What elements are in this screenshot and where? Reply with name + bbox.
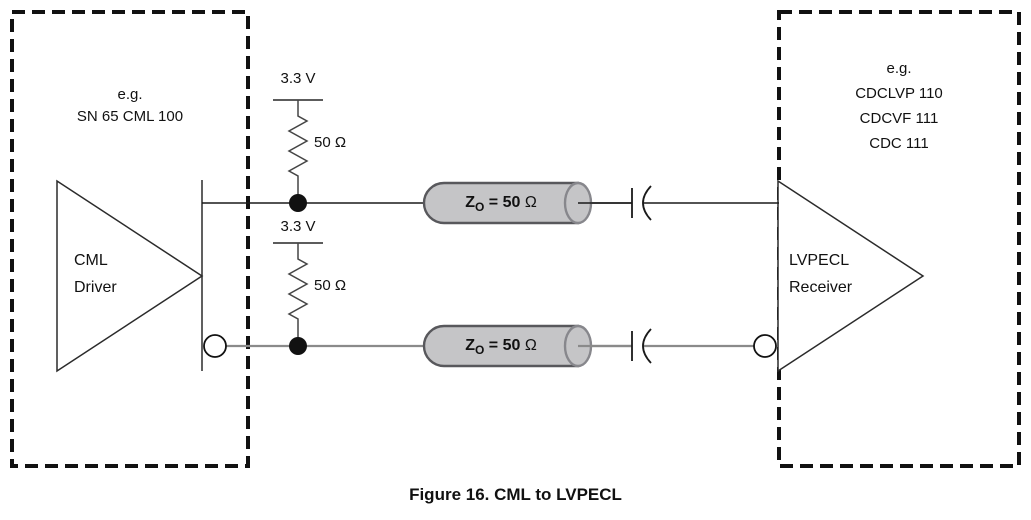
top-tline-eq: = 50 [484, 194, 525, 211]
receiver-eg-text: e.g. [886, 60, 912, 77]
cml-driver-label-line2: Driver [74, 279, 117, 296]
driver-part-number: SN 65 CML 100 [76, 108, 184, 125]
receiver-inverted-input-bubble [753, 334, 777, 358]
lvpecl-receiver-label: LVPECL Receiver [789, 247, 852, 301]
bottom-tline-eq: = 50 [484, 337, 525, 354]
top-tline-unit: Ω [524, 194, 537, 211]
bottom-junction-dot [289, 337, 307, 355]
driver-device-box [10, 10, 250, 468]
bottom-tline-z-sub: O [474, 343, 485, 358]
cml-driver-label-line1: CML [74, 252, 108, 269]
bottom-tline-unit: Ω [524, 337, 537, 354]
top-junction-dot [289, 194, 307, 212]
lvpecl-receiver-label-line1: LVPECL [789, 252, 850, 269]
figure-caption: Figure 16. CML to LVPECL [409, 485, 622, 504]
top-capacitor-curved-plate [642, 185, 652, 221]
top-tline-impedance-label: ZO = 50 Ω [424, 192, 578, 218]
top-tline-z-sub: O [474, 200, 485, 215]
lvpecl-receiver-triangle [777, 179, 925, 373]
top-resistor-value: 50 Ω [314, 134, 347, 151]
driver-eg-text: e.g. [117, 86, 143, 103]
cml-driver-triangle [56, 179, 204, 373]
bottom-transmission-line-body [422, 324, 580, 368]
bottom-resistor-value: 50 Ω [314, 277, 347, 294]
receiver-part-number-1: CDCLVP 110 [855, 85, 943, 102]
receiver-part-number-3: CDC 111 [869, 135, 929, 152]
bottom-tline-z: Z [465, 337, 475, 354]
lvpecl-receiver-label-line2: Receiver [789, 279, 853, 296]
driver-inverted-output-bubble [203, 334, 227, 358]
driver-example-block: e.g. SN 65 CML 100 [12, 84, 248, 128]
top-resistor [287, 100, 309, 196]
bottom-capacitor-curved-plate [642, 328, 652, 364]
bottom-resistor [287, 243, 309, 340]
cml-driver-label: CML Driver [74, 247, 117, 301]
receiver-example-block: e.g. CDCLVP 110 CDCVF 111 CDC 111 [779, 56, 1019, 156]
top-transmission-line-body [422, 181, 580, 225]
receiver-part-number-2: CDCVF 111 [859, 110, 939, 127]
top-tline-z: Z [465, 194, 475, 211]
bottom-tline-impedance-label: ZO = 50 Ω [424, 335, 578, 361]
bottom-supply-label: 3.3 V [280, 218, 316, 235]
top-supply-label: 3.3 V [280, 70, 316, 87]
